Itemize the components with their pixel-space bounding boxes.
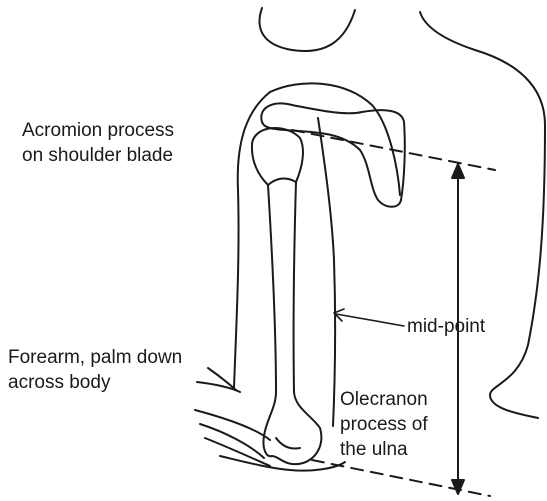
forearm-label: Forearm, palm down across body (8, 345, 182, 395)
olecranon-label-line-2: process of (340, 412, 428, 437)
olecranon-label-line-3: the ulna (340, 437, 428, 462)
upper-arm-inner-outline (318, 118, 335, 426)
shoulder-contour (420, 12, 545, 125)
humerus-head-detail (268, 178, 296, 185)
forearm-outline-1 (195, 410, 270, 440)
olecranon-label: Olecranon process of the ulna (340, 387, 428, 462)
measurement-arrow-head-top (452, 164, 464, 178)
neck-outline (260, 8, 355, 51)
forearm-outline-3 (205, 438, 270, 466)
acromion-label-line-2: on shoulder blade (22, 143, 174, 168)
forearm-label-line-2: across body (8, 370, 182, 395)
acromion-label: Acromion process on shoulder blade (22, 118, 174, 168)
torso-outline (490, 125, 545, 418)
measurement-arrow-head-bottom (452, 480, 464, 494)
olecranon-label-line-1: Olecranon (340, 387, 428, 412)
acromion-label-line-1: Acromion process (22, 118, 174, 143)
upper-arm-outer-outline (234, 92, 270, 388)
elbow-condyle-detail (276, 438, 300, 449)
forearm-underside-outline (220, 456, 345, 471)
forearm-label-line-1: Forearm, palm down (8, 345, 182, 370)
midpoint-label: mid-point (407, 314, 485, 339)
forearm-outline-2 (200, 424, 264, 458)
midpoint-pointer-line (336, 314, 404, 326)
midpoint-label-text: mid-point (407, 314, 485, 339)
bottom-dashed-line (312, 460, 490, 496)
acromion-bone (261, 104, 404, 207)
